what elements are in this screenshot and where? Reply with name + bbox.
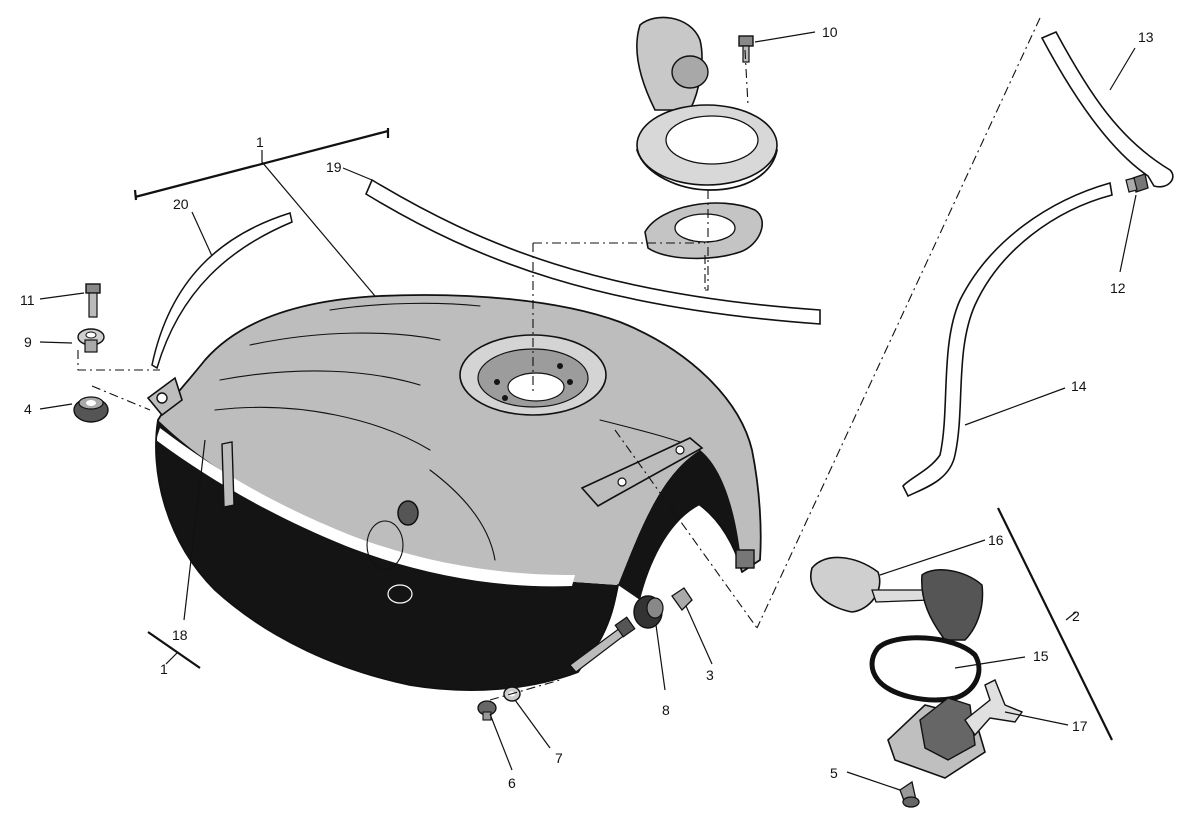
callout-20: 20 [173,196,189,212]
filler-cap-assembly [636,16,778,191]
rear-bracket-hole [617,477,627,487]
screw-6-shank [482,711,492,721]
fuel-tank [146,294,762,691]
filler-opening-hole [507,372,565,402]
callout-7: 7 [555,750,563,766]
rubber-mount-8 [633,595,664,629]
assembly-lines [77,17,1041,701]
tank-lower-cap [387,584,413,604]
callout-5: 5 [830,765,838,781]
gasket-15 [869,635,982,703]
pump-housing-body [919,697,976,761]
gasket-15-inner [880,643,972,695]
tank-rear-bracket [580,437,704,508]
fuel-pump-sender [921,569,984,641]
rubber-mount-8-face [646,597,664,619]
callout-11: 11 [20,292,35,308]
drain-hose-13 [1040,30,1174,188]
callout-1-top: 1 [256,134,264,150]
fuel-pump-16 [810,556,984,641]
bracket-1-top [134,129,389,199]
tank-contour [329,302,481,311]
grommet-4 [73,396,109,423]
screw-10 [738,35,754,63]
rear-bracket-hole [675,445,685,455]
callout-12: 12 [1110,280,1126,296]
tank-mount-hole [156,392,168,404]
filler-screw-hole [567,379,573,385]
callout-18: 18 [172,627,188,643]
breather-hose-19 [364,178,821,325]
callout-labels: 1 1 2 3 4 5 6 7 8 9 10 11 12 13 14 15 16… [20,24,1154,791]
washer-9-hole [85,331,97,339]
pump-housing-17 [887,679,1024,779]
group-brackets [133,128,1113,741]
callout-3: 3 [706,667,714,683]
callout-16: 16 [988,532,1004,548]
callout-2: 2 [1072,608,1080,624]
grommet-4-hole [86,400,96,406]
callout-14: 14 [1071,378,1087,394]
seal-strip-20 [151,212,293,370]
callout-10: 10 [822,24,838,40]
leader-lines [39,31,1137,791]
callout-8: 8 [662,702,670,718]
spacer-3 [671,587,693,612]
bolt-11-shank [88,292,98,318]
callout-4: 4 [24,401,32,417]
filler-cap-ring-inner [665,115,759,165]
tank-contour [429,469,496,561]
drain-hose-14 [902,181,1113,498]
filler-screw-hole [502,395,508,401]
callout-13: 13 [1138,29,1154,45]
callout-17: 17 [1072,718,1088,734]
pump-housing-bracket [964,679,1024,737]
fuel-pump-arm [871,589,932,603]
callout-15: 15 [1033,648,1049,664]
filler-gasket-hole [674,213,736,243]
tank-contour [249,332,441,346]
bracket-1-bottom [147,631,201,669]
tank-bottom-nut [614,616,636,638]
bolt-11-head [85,283,101,294]
bolt-11 [85,283,101,318]
fitting-12-barb [1125,177,1138,193]
tank-side-recess [366,520,404,570]
washer-9 [77,328,105,353]
filler-screw-hole [557,363,563,369]
callout-19: 19 [326,159,342,175]
filler-cap-lock [671,55,709,89]
screw-10-shank [742,45,750,63]
tank-upper-shell [158,295,761,585]
bracket-2 [997,507,1113,741]
washer-9-sleeve [84,339,98,353]
screw-6 [477,700,497,721]
fitting-12 [1125,173,1149,193]
callout-1-bottom: 1 [160,661,168,677]
tank-rear-mount [735,549,755,569]
callout-9: 9 [24,334,32,350]
filler-cap-base [636,149,778,191]
tank-contour [219,370,421,386]
callout-6: 6 [508,775,516,791]
tank-outline [155,294,762,691]
tank-contour [214,406,431,451]
tank-tunnel [618,450,760,600]
screw-10-head [738,35,754,47]
fuel-pump-float [810,556,881,613]
filler-gasket-plate [644,202,764,260]
bracket-1-top-end [133,128,390,201]
filler-screw-hole [494,379,500,385]
screw-5-head [902,796,920,808]
tank-side-knob [397,500,419,526]
screw-5 [899,780,920,808]
tank-front-slot [221,441,235,508]
